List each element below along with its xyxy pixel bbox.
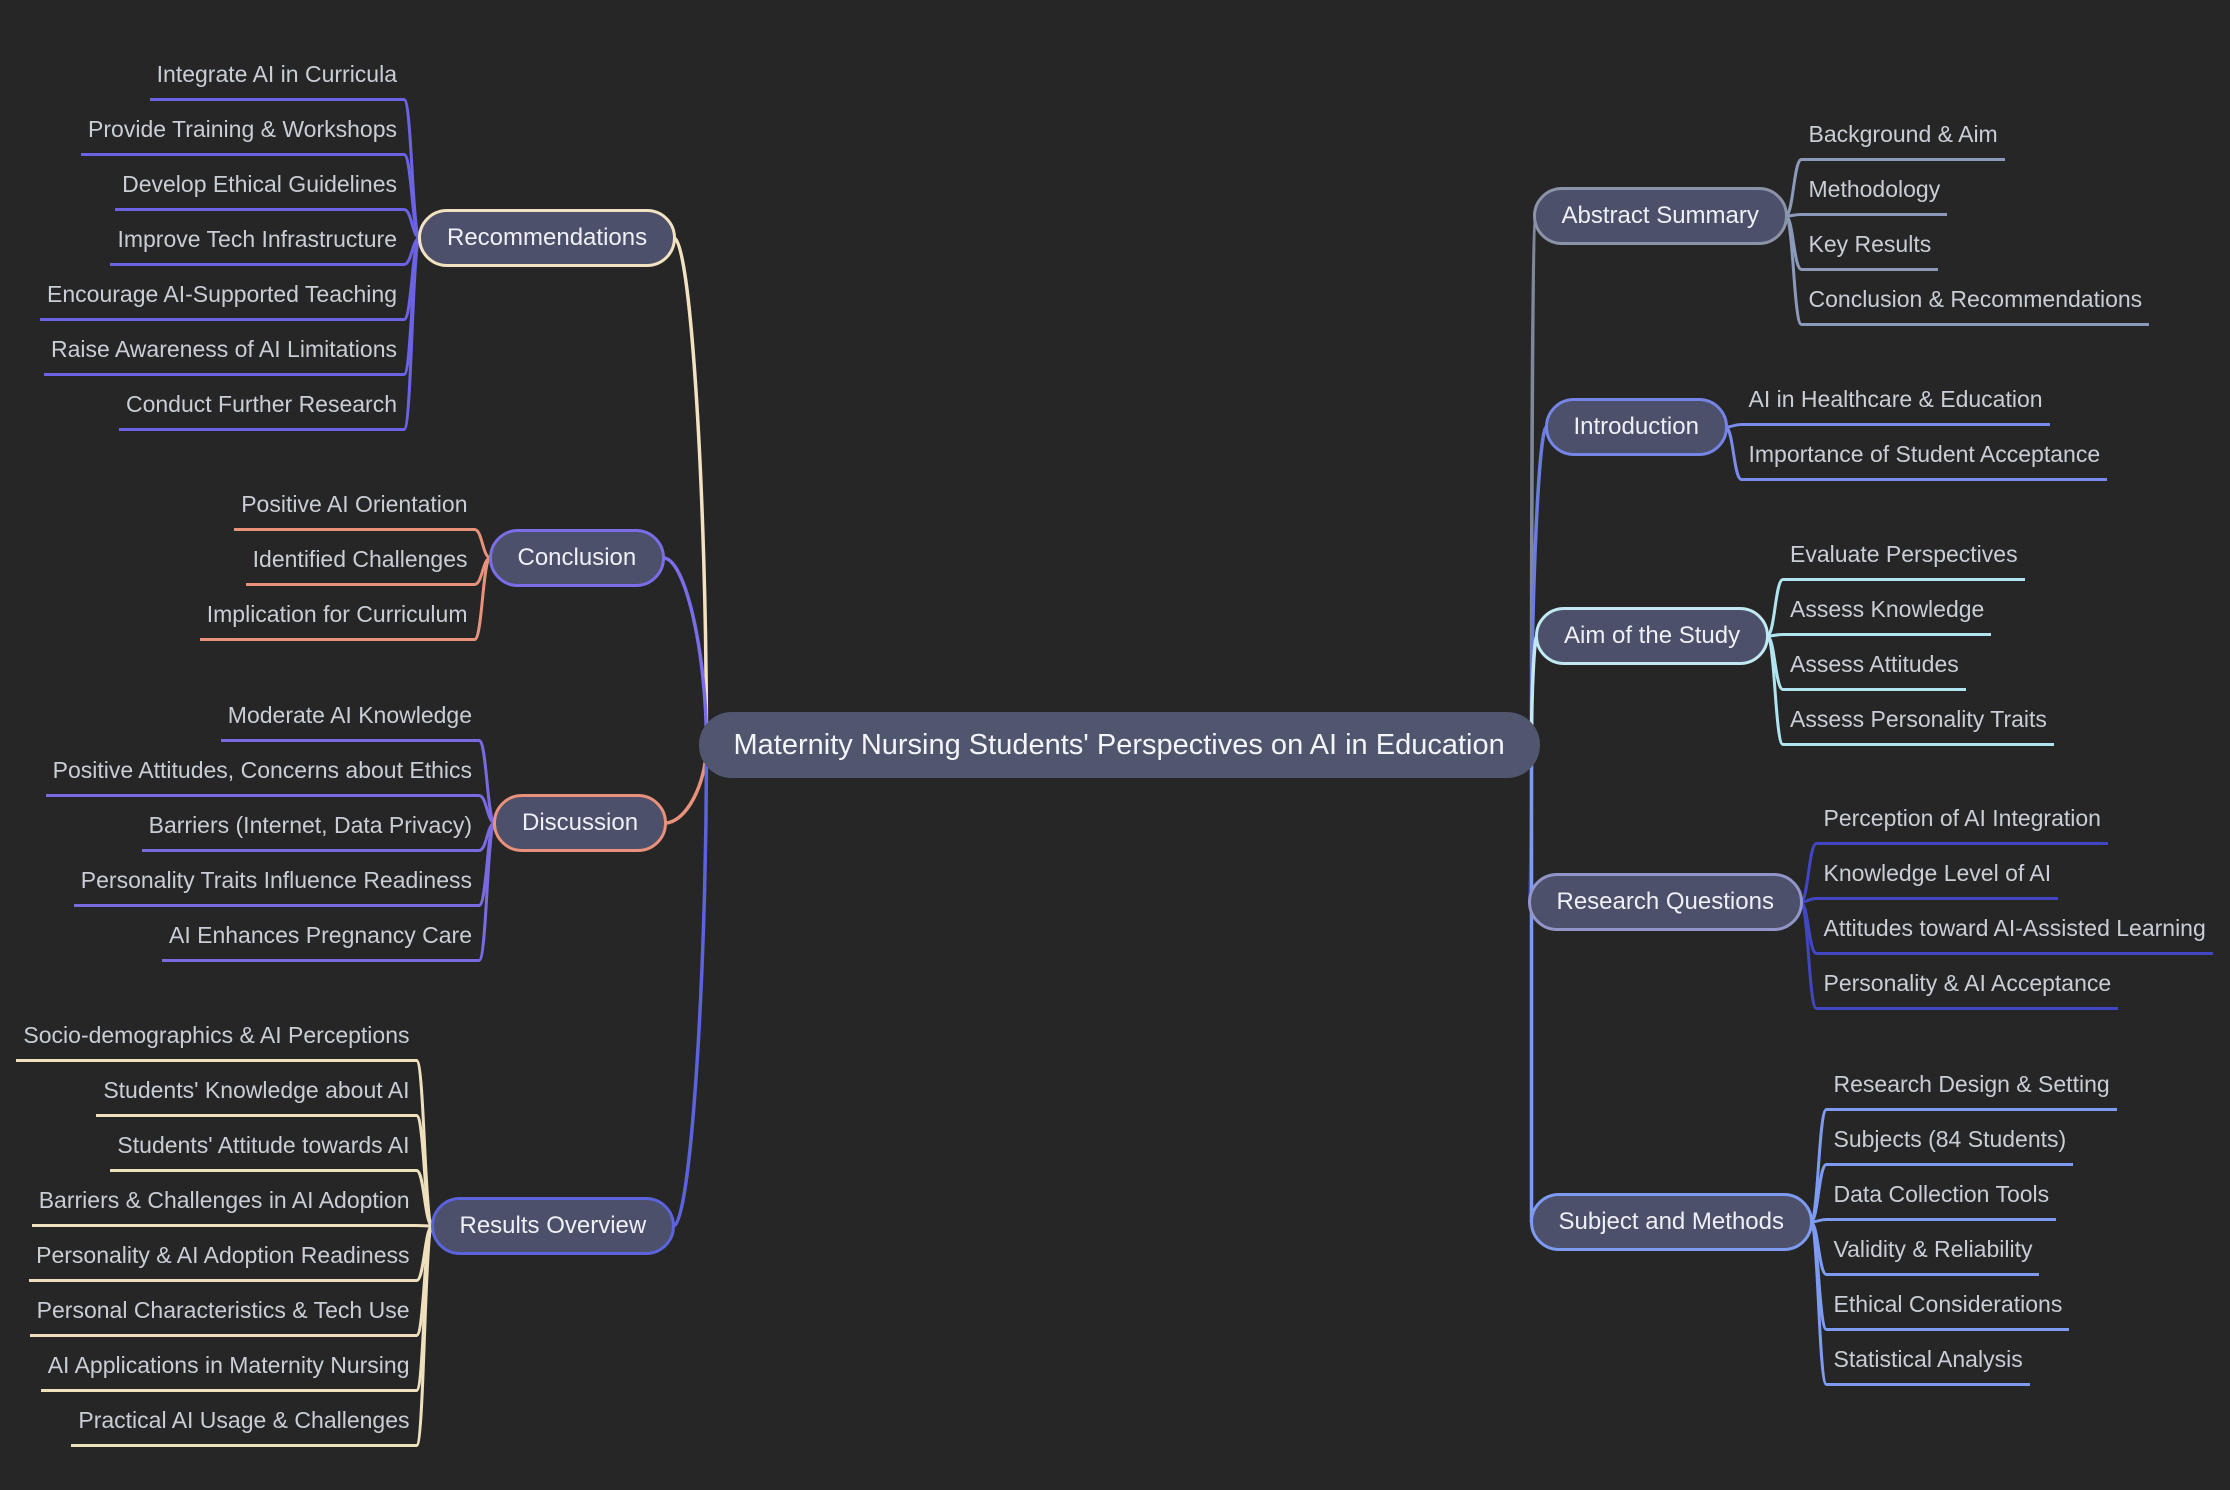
branch-node-label: Introduction: [1573, 413, 1699, 440]
child-topic-label[interactable]: Encourage AI-Supported Teaching: [40, 279, 404, 321]
branch-node-label: Subject and Methods: [1558, 1208, 1784, 1235]
child-topic-label[interactable]: Implication for Curriculum: [199, 599, 475, 641]
child-connector: [1765, 634, 1785, 746]
child-topic-label[interactable]: Socio-demographics & AI Perceptions: [16, 1020, 417, 1062]
child-topic-label[interactable]: Raise Awareness of AI Limitations: [43, 334, 404, 376]
child-topic-label[interactable]: Attitudes toward AI-Assisted Learning: [1816, 913, 2213, 955]
child-connector: [1784, 214, 1803, 326]
child-topic-label[interactable]: Assess Knowledge: [1783, 594, 1992, 636]
child-topic-label[interactable]: AI Enhances Pregnancy Care: [161, 920, 479, 962]
branch-edge: [671, 743, 709, 1228]
branch-edge: [661, 556, 709, 747]
branch-node-introduction[interactable]: Introduction: [1544, 398, 1728, 456]
child-topic-label[interactable]: Barriers (Internet, Data Privacy): [141, 810, 479, 852]
child-topic-label[interactable]: Subjects (84 Students): [1826, 1124, 2074, 1166]
child-topic-label[interactable]: Personality & AI Acceptance: [1816, 968, 2119, 1010]
branch-node-discussion[interactable]: Discussion: [493, 794, 668, 852]
child-connector: [473, 528, 492, 560]
child-topic-label[interactable]: Ethical Considerations: [1826, 1289, 2070, 1331]
child-topic-label[interactable]: Background & Aim: [1801, 119, 2005, 161]
child-connector: [473, 556, 492, 641]
child-topic-label[interactable]: Assess Personality Traits: [1783, 704, 2054, 746]
branch-node-label: Research Questions: [1556, 888, 1774, 915]
child-topic-label[interactable]: Personal Characteristics & Tech Use: [29, 1295, 417, 1337]
child-topic-label[interactable]: Conduct Further Research: [118, 389, 404, 431]
child-connector: [402, 236, 422, 431]
child-topic-label[interactable]: Importance of Student Acceptance: [1741, 439, 2108, 481]
branch-edge: [672, 236, 709, 747]
child-connector: [1809, 1220, 1828, 1386]
child-connector: [477, 821, 497, 962]
branch-node-recommendations[interactable]: Recommendations: [418, 209, 677, 267]
child-topic-label[interactable]: Evaluate Perspectives: [1783, 539, 2025, 581]
child-topic-label[interactable]: Statistical Analysis: [1826, 1344, 2030, 1386]
child-topic-label[interactable]: Research Design & Setting: [1826, 1069, 2117, 1111]
child-topic-label[interactable]: Moderate AI Knowledge: [220, 700, 479, 742]
central-topic-node[interactable]: Maternity Nursing Students' Perspectives…: [698, 712, 1540, 778]
branch-node-abstract_summary[interactable]: Abstract Summary: [1532, 187, 1788, 245]
child-connector: [1724, 425, 1743, 481]
child-topic-label[interactable]: Barriers & Challenges in AI Adoption: [31, 1185, 417, 1227]
child-topic-label[interactable]: Integrate AI in Curricula: [149, 59, 404, 101]
child-topic-label[interactable]: Identified Challenges: [245, 544, 475, 586]
child-topic-label[interactable]: AI in Healthcare & Education: [1741, 384, 2050, 426]
branch-node-label: Abstract Summary: [1561, 202, 1759, 229]
child-topic-label[interactable]: Students' Attitude towards AI: [110, 1130, 417, 1172]
child-topic-label[interactable]: Positive Attitudes, Concerns about Ethic…: [45, 755, 479, 797]
child-connector: [402, 98, 422, 240]
branch-node-conclusion[interactable]: Conclusion: [488, 529, 666, 587]
child-topic-label[interactable]: Practical AI Usage & Challenges: [71, 1405, 417, 1447]
child-topic-label[interactable]: Develop Ethical Guidelines: [115, 169, 404, 211]
child-topic-label[interactable]: Validity & Reliability: [1826, 1234, 2040, 1276]
branch-node-label: Aim of the Study: [1564, 622, 1741, 649]
child-topic-label[interactable]: Perception of AI Integration: [1816, 803, 2108, 845]
child-topic-label[interactable]: Data Collection Tools: [1826, 1179, 2057, 1221]
child-topic-label[interactable]: Personality Traits Influence Readiness: [73, 865, 479, 907]
branch-node-research_questions[interactable]: Research Questions: [1527, 873, 1803, 931]
child-topic-label[interactable]: Key Results: [1801, 229, 1939, 271]
child-topic-label[interactable]: Methodology: [1801, 174, 1948, 216]
child-connector: [415, 1224, 434, 1447]
child-topic-label[interactable]: Knowledge Level of AI: [1816, 858, 2059, 900]
child-connector: [1784, 158, 1803, 218]
child-topic-label[interactable]: Conclusion & Recommendations: [1801, 284, 2150, 326]
child-connector: [1765, 578, 1785, 638]
child-topic-label[interactable]: AI Applications in Maternity Nursing: [40, 1350, 417, 1392]
child-topic-label[interactable]: Positive AI Orientation: [234, 489, 475, 531]
child-topic-label[interactable]: Personality & AI Adoption Readiness: [29, 1240, 417, 1282]
branch-node-label: Conclusion: [517, 544, 637, 571]
child-topic-label[interactable]: Provide Training & Workshops: [81, 114, 404, 156]
branch-node-subject_and_methods[interactable]: Subject and Methods: [1529, 1193, 1813, 1251]
branch-node-label: Discussion: [522, 809, 639, 836]
branch-node-aim_of_the_study[interactable]: Aim of the Study: [1535, 607, 1770, 665]
child-topic-label[interactable]: Improve Tech Infrastructure: [110, 224, 404, 266]
child-topic-label[interactable]: Assess Attitudes: [1783, 649, 1966, 691]
branch-node-results_overview[interactable]: Results Overview: [430, 1197, 676, 1255]
branch-node-label: Recommendations: [447, 224, 648, 251]
central-topic-label: Maternity Nursing Students' Perspectives…: [733, 729, 1505, 761]
child-connector: [1799, 842, 1818, 904]
child-topic-label[interactable]: Students' Knowledge about AI: [96, 1075, 417, 1117]
child-connector: [1799, 900, 1818, 1010]
branch-node-label: Results Overview: [459, 1212, 647, 1239]
